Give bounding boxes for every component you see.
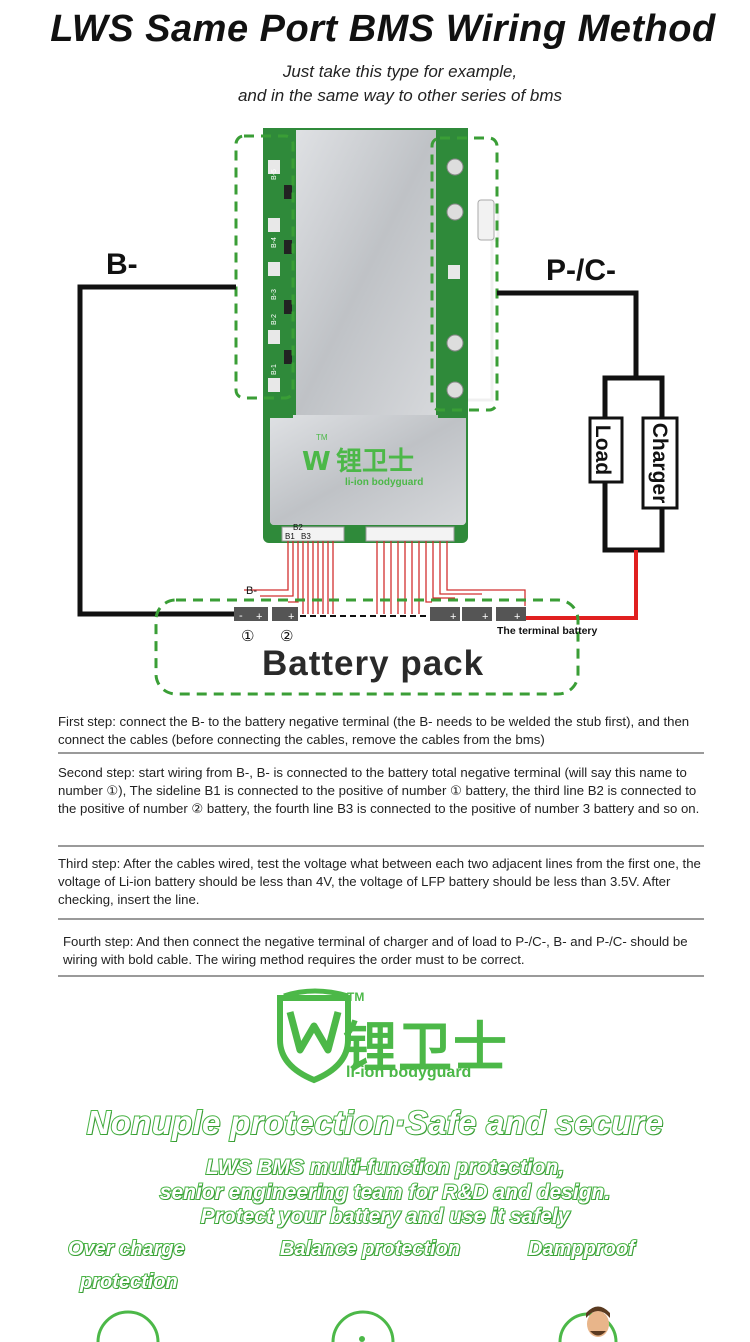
feature-over-charge: Over charge (67, 1237, 186, 1261)
person-icon (586, 1306, 610, 1337)
bottom-icons (96, 1306, 618, 1342)
feature-circle-icon (96, 1310, 160, 1342)
feature-dampproof: Dampproof (527, 1237, 636, 1261)
divider (58, 918, 704, 920)
page-title: LWS Same Port BMS Wiring Method (50, 8, 716, 50)
brand-name-cn: 锂卫士 (343, 1016, 508, 1079)
battery-pack-outline (154, 598, 580, 696)
pad-label-b4: B-4 (271, 237, 278, 248)
right-terminals (446, 158, 464, 399)
right-pad-outline (430, 136, 499, 412)
pad-label-b5: B-5 (271, 169, 278, 180)
cell-1-minus: - (239, 610, 243, 622)
subtitle-line-2: and in the same way to other series of b… (237, 86, 563, 105)
battery-pack-label: Battery pack (262, 644, 484, 683)
cell-number-2: ② (280, 628, 293, 645)
cell-a-plus: + (450, 611, 456, 623)
board-brand-en: li-ion bodyguard (345, 477, 423, 488)
promo-line-2: senior engineering team for R&D and desi… (159, 1180, 611, 1205)
cell-1-plus: + (256, 611, 262, 623)
divider (58, 752, 704, 754)
b-minus-wire (77, 284, 236, 617)
step-1: First step: connect the B- to the batter… (58, 714, 690, 747)
left-pad-outline (234, 134, 295, 400)
pad-label-b3: B-3 (271, 289, 278, 300)
terminal-battery-label: The terminal battery (497, 625, 598, 637)
load-box (588, 416, 624, 484)
wiring-diagram: B-5 B-4 B-3 B-2 B-1 W 锂卫士 TM li-ion body… (77, 128, 679, 696)
cell-b-plus: + (482, 611, 488, 623)
b-minus-label: B- (106, 248, 138, 281)
b1-text: B1 (285, 532, 295, 541)
load-label: Load (591, 425, 614, 475)
cell-2-plus: + (288, 611, 294, 623)
cell-c-plus: + (514, 611, 520, 623)
step-3: Third step: After the cables wired, test… (58, 856, 701, 907)
board-tm: TM (316, 433, 328, 442)
battery-cells (234, 607, 526, 621)
red-wire (525, 550, 638, 620)
board-brand: 锂卫士 (336, 447, 414, 477)
promo-line-1: LWS BMS multi-function protection, (205, 1155, 565, 1180)
cell-number-1: ① (241, 628, 254, 645)
feature-balance: Balance protection (279, 1237, 461, 1261)
brand-shield-icon (277, 988, 351, 1084)
bms-board: B-5 B-4 B-3 B-2 B-1 W 锂卫士 TM li-ion body… (263, 128, 500, 543)
feature-circle-icon (331, 1310, 395, 1342)
pad-label-b2: B-2 (271, 314, 278, 325)
brand-tm: TM (347, 990, 365, 1004)
p-c-label: P-/C- (546, 254, 616, 287)
promo-line-3: Protect your battery and use it safely (200, 1204, 571, 1229)
subtitle-line-1: Just take this type for example, (282, 62, 518, 81)
b2-text: B2 (293, 523, 303, 532)
pad-label-b1: B-1 (271, 364, 278, 375)
board-logo-mark: W (302, 447, 331, 477)
step-4: Fourth step: And then connect the negati… (63, 934, 688, 967)
b3-text: B3 (301, 532, 311, 541)
charger-box (641, 416, 679, 510)
p-c-wire (497, 290, 639, 378)
b-minus-small-label: B- (246, 585, 257, 597)
step-2: Second step: start wiring from B-, B- is… (58, 765, 700, 816)
brand-name-en: li-ion bodyguard (346, 1064, 472, 1081)
balance-wires (244, 541, 526, 614)
divider (58, 975, 704, 977)
charger-label: Charger (648, 423, 671, 504)
promo-slogan: Nonuple protection·Safe and secure (86, 1103, 664, 1142)
left-pads (268, 160, 292, 392)
feature-over-charge-line2: protection (79, 1270, 179, 1294)
divider (58, 845, 704, 847)
